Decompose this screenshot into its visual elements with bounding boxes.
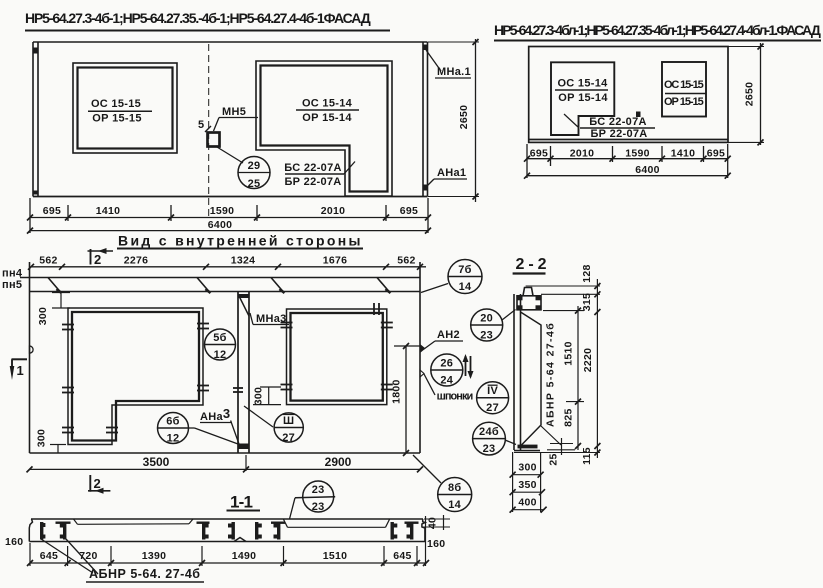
svg-text:6400: 6400: [208, 219, 233, 231]
svg-text:ОС 15-15: ОС 15-15: [664, 79, 704, 91]
svg-text:Ш: Ш: [283, 415, 294, 427]
svg-text:1800: 1800: [391, 379, 403, 404]
svg-text:562: 562: [397, 255, 415, 267]
svg-text:25: 25: [548, 453, 560, 465]
svg-text:2: 2: [94, 252, 101, 267]
svg-text:АНа1: АНа1: [437, 167, 466, 179]
svg-text:ОР 15-15: ОР 15-15: [92, 113, 141, 125]
svg-text:300: 300: [36, 429, 48, 447]
svg-text:695: 695: [530, 147, 548, 159]
svg-text:27: 27: [486, 402, 499, 414]
svg-text:20: 20: [480, 313, 493, 325]
svg-text:ОР 15-14: ОР 15-14: [558, 92, 608, 104]
svg-text:1510: 1510: [563, 341, 575, 366]
svg-text:1410: 1410: [671, 147, 696, 159]
svg-text:НР5-64.27.3-4бл-1;НР5-64.27.35: НР5-64.27.3-4бл-1;НР5-64.27.35-4бл-1;НР5…: [494, 22, 821, 38]
svg-text:23: 23: [483, 443, 496, 455]
svg-text:2-2: 2-2: [516, 256, 547, 273]
svg-text:825: 825: [563, 408, 575, 426]
svg-text:2010: 2010: [570, 147, 595, 159]
svg-text:АНа3: АНа3: [200, 406, 230, 423]
svg-text:6б: 6б: [166, 416, 180, 428]
svg-text:160: 160: [427, 538, 445, 550]
svg-text:300: 300: [253, 387, 265, 405]
svg-text:2: 2: [94, 476, 101, 491]
svg-text:6400: 6400: [635, 164, 660, 176]
svg-text:695: 695: [43, 205, 61, 217]
svg-text:300: 300: [37, 307, 49, 325]
svg-text:5б: 5б: [213, 332, 227, 344]
svg-text:695: 695: [707, 147, 725, 159]
svg-text:ОР 15-14: ОР 15-14: [302, 112, 352, 124]
svg-text:БС 22-07А: БС 22-07А: [284, 162, 342, 174]
svg-text:5: 5: [198, 119, 204, 131]
svg-text:пн5: пн5: [2, 279, 22, 291]
svg-text:ОС 15-14: ОС 15-14: [302, 98, 353, 110]
svg-text:1: 1: [17, 363, 24, 378]
svg-text:БР 22-07А: БР 22-07А: [284, 176, 341, 188]
svg-text:12: 12: [214, 349, 227, 361]
svg-text:НР5-64.27.3-4б-1;НР5-64.27.35.: НР5-64.27.3-4б-1;НР5-64.27.35.-4б-1;НР5-…: [25, 10, 371, 26]
svg-text:МН5: МН5: [222, 106, 246, 118]
svg-text:2900: 2900: [325, 455, 352, 469]
svg-text:14: 14: [448, 499, 461, 511]
svg-text:300: 300: [518, 462, 536, 474]
svg-text:ОР 15-15: ОР 15-15: [664, 96, 704, 108]
svg-text:645: 645: [393, 550, 411, 562]
svg-text:400: 400: [518, 497, 536, 509]
svg-text:Вид с внутренней стороны: Вид с внутренней стороны: [118, 233, 361, 249]
svg-text:МНа3: МНа3: [256, 313, 287, 325]
svg-text:1510: 1510: [323, 550, 348, 562]
svg-text:1324: 1324: [231, 255, 256, 267]
svg-text:128: 128: [581, 264, 593, 282]
svg-text:26: 26: [440, 358, 453, 370]
svg-text:12: 12: [167, 433, 180, 445]
svg-text:IV: IV: [487, 385, 498, 397]
svg-text:3500: 3500: [143, 455, 170, 469]
svg-text:350: 350: [518, 479, 536, 491]
svg-text:40: 40: [427, 517, 439, 529]
svg-text:160: 160: [5, 536, 23, 548]
svg-text:ОС 15-15: ОС 15-15: [91, 98, 141, 110]
svg-text:562: 562: [39, 255, 57, 267]
svg-text:24б: 24б: [479, 426, 499, 438]
svg-text:23: 23: [312, 501, 325, 513]
svg-text:2650: 2650: [458, 105, 470, 130]
svg-text:1-1: 1-1: [230, 493, 253, 512]
svg-text:пн4: пн4: [2, 268, 23, 280]
svg-text:115: 115: [581, 447, 593, 465]
svg-text:МНа.1: МНа.1: [437, 66, 471, 78]
svg-text:1590: 1590: [625, 147, 650, 159]
svg-text:БР 22-07А: БР 22-07А: [590, 128, 647, 140]
svg-text:2276: 2276: [124, 255, 149, 267]
svg-text:23: 23: [312, 484, 325, 496]
svg-text:ОС 15-14: ОС 15-14: [557, 78, 608, 90]
svg-text:шпонки: шпонки: [437, 391, 474, 403]
svg-text:1590: 1590: [210, 205, 235, 217]
svg-text:7б: 7б: [458, 264, 472, 276]
svg-text:АН2: АН2: [437, 329, 460, 341]
svg-text:25: 25: [248, 178, 261, 190]
svg-text:2220: 2220: [582, 348, 594, 373]
svg-text:24: 24: [440, 375, 453, 387]
svg-text:1410: 1410: [96, 205, 121, 217]
svg-text:645: 645: [40, 550, 58, 562]
svg-text:14: 14: [459, 281, 472, 293]
svg-text:29: 29: [248, 160, 261, 172]
svg-text:2650: 2650: [744, 82, 756, 107]
svg-text:1676: 1676: [323, 255, 348, 267]
svg-text:1490: 1490: [232, 550, 257, 562]
svg-text:1390: 1390: [142, 550, 167, 562]
svg-text:БС 22-07А: БС 22-07А: [589, 116, 647, 128]
svg-text:27: 27: [282, 432, 295, 444]
svg-text:315: 315: [581, 293, 593, 311]
svg-text:2010: 2010: [321, 205, 346, 217]
svg-text:23: 23: [480, 330, 493, 342]
svg-text:АБНР 5-64 27-4б: АБНР 5-64 27-4б: [545, 323, 557, 427]
svg-text:АБНР 5-64. 27-4б: АБНР 5-64. 27-4б: [89, 567, 200, 581]
svg-text:695: 695: [400, 205, 418, 217]
svg-text:8б: 8б: [448, 482, 462, 494]
